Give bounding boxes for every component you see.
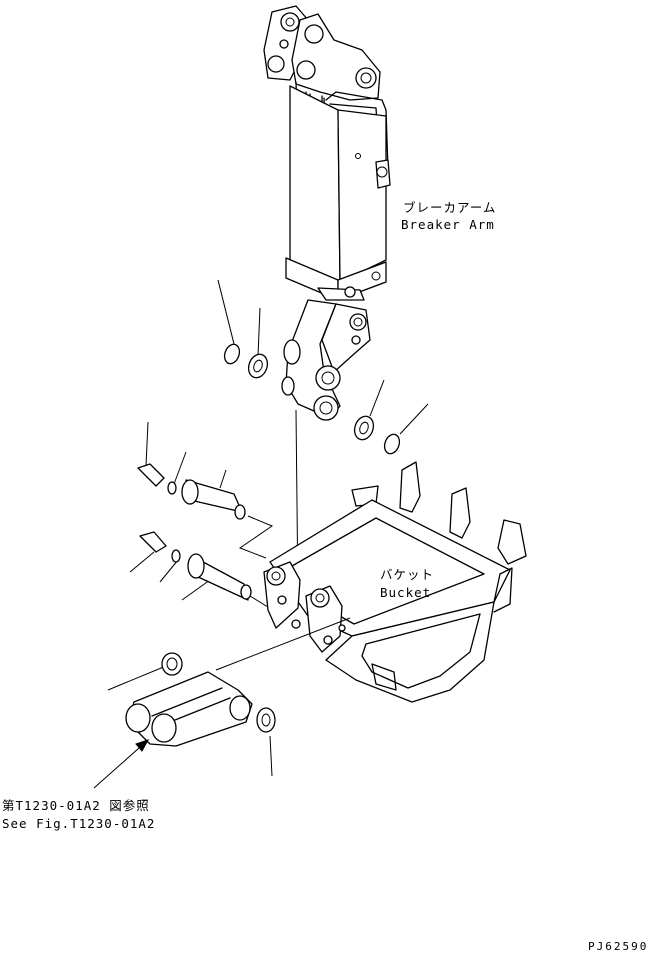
breaker-arm-label-jp: ブレーカアーム	[403, 200, 497, 215]
bucket-drawing	[263, 461, 527, 703]
pins-and-bolts	[129, 421, 277, 613]
reference-label-jp: 第T1230-01A2 図参照	[2, 798, 150, 813]
breaker-arm-label-en: Breaker Arm	[401, 217, 495, 232]
bucket-label-en: Bucket	[380, 585, 432, 600]
link-drawing	[93, 617, 351, 789]
reference-label-en: See Fig.T1230-01A2	[2, 816, 156, 831]
upper-washers	[217, 279, 429, 455]
breaker-arm-drawing	[263, 5, 391, 421]
drawing-code: PJ62590	[588, 940, 649, 953]
bucket-label-jp: バケット	[380, 567, 435, 582]
